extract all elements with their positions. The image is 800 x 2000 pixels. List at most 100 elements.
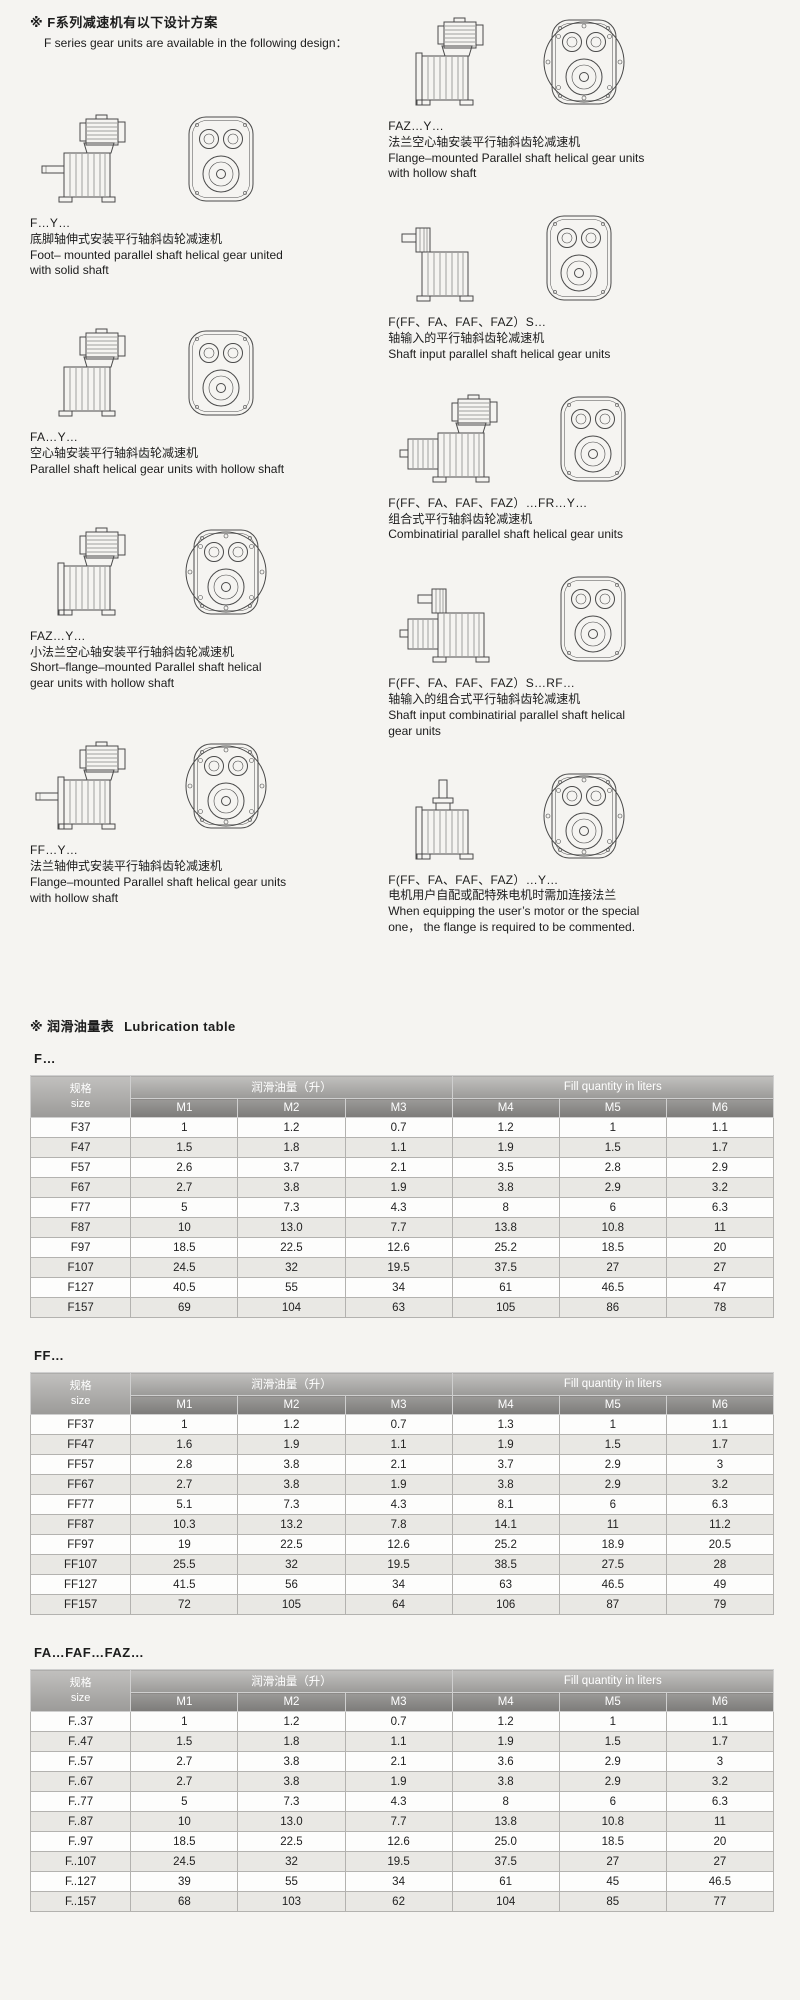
value-cell: 1.3 [451, 1414, 560, 1435]
design-desc-en: Flange–mounted Parallel shaft helical ge… [388, 150, 645, 181]
value-cell: 1.8 [237, 1731, 346, 1752]
value-cell: 27 [558, 1257, 667, 1278]
value-cell: 1.1 [344, 1137, 453, 1158]
design-item-faz-short-flange: FAZ…Y… 小法兰空心轴安装平行轴斜齿轮减速机 Short–flange–mo… [30, 522, 364, 692]
design-code: F(FF、FA、FAF、FAZ）…Y… [388, 872, 559, 887]
value-cell: 19.5 [344, 1851, 453, 1872]
size-cell: FF67 [29, 1474, 132, 1495]
value-cell: 37.5 [451, 1257, 560, 1278]
value-cell: 13.0 [237, 1811, 346, 1832]
table-header: 规格 size 润滑油量（升） Fill quantity in liters … [29, 1075, 775, 1118]
gear-unit-side-drawing [415, 17, 484, 106]
col-header-m4: M4 [451, 1692, 560, 1712]
value-cell: 2.1 [344, 1454, 453, 1475]
value-cell: 2.1 [344, 1751, 453, 1772]
value-cell: 63 [344, 1297, 453, 1318]
design-drawings [388, 766, 774, 864]
value-cell: 55 [237, 1871, 346, 1892]
value-cell: 1.5 [558, 1731, 667, 1752]
value-cell: 61 [451, 1871, 560, 1892]
size-cell: F..157 [29, 1891, 132, 1912]
value-cell: 7.8 [344, 1514, 453, 1535]
design-drawings [30, 109, 364, 207]
value-cell: 1.9 [451, 1434, 560, 1455]
value-cell: 3.5 [451, 1157, 560, 1178]
design-caption: F(FF、FA、FAF、FAZ）S…RF… 轴输入的组合式平行轴斜齿轮减速机 S… [388, 676, 646, 739]
value-cell: 24.5 [130, 1257, 239, 1278]
value-cell: 2.7 [130, 1177, 239, 1198]
design-code: FAZ…Y… [30, 628, 86, 643]
value-cell: 20.5 [665, 1534, 775, 1555]
value-cell: 27 [558, 1851, 667, 1872]
value-cell: 7.3 [237, 1197, 346, 1218]
design-code: F(FF、FA、FAF、FAZ）…FR…Y… [388, 495, 588, 510]
value-cell: 2.9 [558, 1177, 667, 1198]
value-cell: 3.7 [451, 1454, 560, 1475]
value-cell: 86 [558, 1297, 667, 1318]
value-cell: 12.6 [344, 1237, 453, 1258]
value-cell: 4.3 [344, 1197, 453, 1218]
size-cell: F97 [29, 1237, 132, 1258]
gear-unit-front-flange-drawing [543, 19, 625, 105]
value-cell: 6.3 [665, 1197, 775, 1218]
size-cell: F..107 [29, 1851, 132, 1872]
design-caption: F(FF、FA、FAF、FAZ）…Y… 电机用户自配或配特殊电机时需加连接法兰 … [388, 873, 646, 936]
col-header-m6: M6 [665, 1098, 775, 1118]
gear-unit-front-flange-drawing [185, 529, 267, 615]
value-cell: 0.7 [344, 1117, 453, 1138]
value-cell: 1.2 [237, 1711, 346, 1732]
col-header-m6: M6 [665, 1692, 775, 1712]
value-cell: 13.0 [237, 1217, 346, 1238]
value-cell: 3.7 [237, 1157, 346, 1178]
value-cell: 19.5 [344, 1257, 453, 1278]
value-cell: 2.7 [130, 1474, 239, 1495]
value-cell: 56 [237, 1574, 346, 1595]
size-cell: F..47 [29, 1731, 132, 1752]
value-cell: 25.2 [451, 1237, 560, 1258]
design-item-f: F…Y… 底脚轴伸式安装平行轴斜齿轮减速机 Foot– mounted para… [30, 109, 364, 279]
value-cell: 1.5 [130, 1137, 239, 1158]
col-header-m5: M5 [558, 1098, 667, 1118]
design-desc-en: Flange–mounted Parallel shaft helical ge… [30, 874, 287, 905]
oil-quantity-group-header: 润滑油量（升） [130, 1075, 453, 1099]
value-cell: 11 [558, 1514, 667, 1535]
size-column-header: 规格 size [29, 1075, 132, 1118]
size-cell: F..37 [29, 1711, 132, 1732]
design-item-ff: FF…Y… 法兰轴伸式安装平行轴斜齿轮减速机 Flange–mounted Pa… [30, 736, 364, 906]
designs-column-right: FAZ…Y… 法兰空心轴安装平行轴斜齿轮减速机 Flange–mounted P… [372, 12, 774, 1012]
size-cell: F..87 [29, 1811, 132, 1832]
value-cell: 34 [344, 1574, 453, 1595]
value-cell: 85 [558, 1891, 667, 1912]
value-cell: 28 [665, 1554, 775, 1575]
size-cell: F107 [29, 1257, 132, 1278]
value-cell: 0.7 [344, 1414, 453, 1435]
value-cell: 1.2 [451, 1117, 560, 1138]
value-cell: 1.6 [130, 1434, 239, 1455]
value-cell: 13.2 [237, 1514, 346, 1535]
table-label: F… [34, 1051, 56, 1066]
design-item-fa: FA…Y… 空心轴安装平行轴斜齿轮减速机 Parallel shaft heli… [30, 323, 364, 477]
size-cell: FF157 [29, 1594, 132, 1615]
value-cell: 7.7 [344, 1217, 453, 1238]
value-cell: 10.3 [130, 1514, 239, 1535]
gear-unit-front-flange-drawing [543, 773, 625, 859]
value-cell: 1.1 [344, 1434, 453, 1455]
table-label: FF… [34, 1348, 65, 1363]
value-cell: 1 [130, 1414, 239, 1435]
value-cell: 19.5 [344, 1554, 453, 1575]
design-item-user-motor-flange: F(FF、FA、FAF、FAZ）…Y… 电机用户自配或配特殊电机时需加连接法兰 … [388, 766, 774, 936]
col-header-m5: M5 [558, 1395, 667, 1415]
value-cell: 20 [665, 1237, 775, 1258]
value-cell: 68 [130, 1891, 239, 1912]
